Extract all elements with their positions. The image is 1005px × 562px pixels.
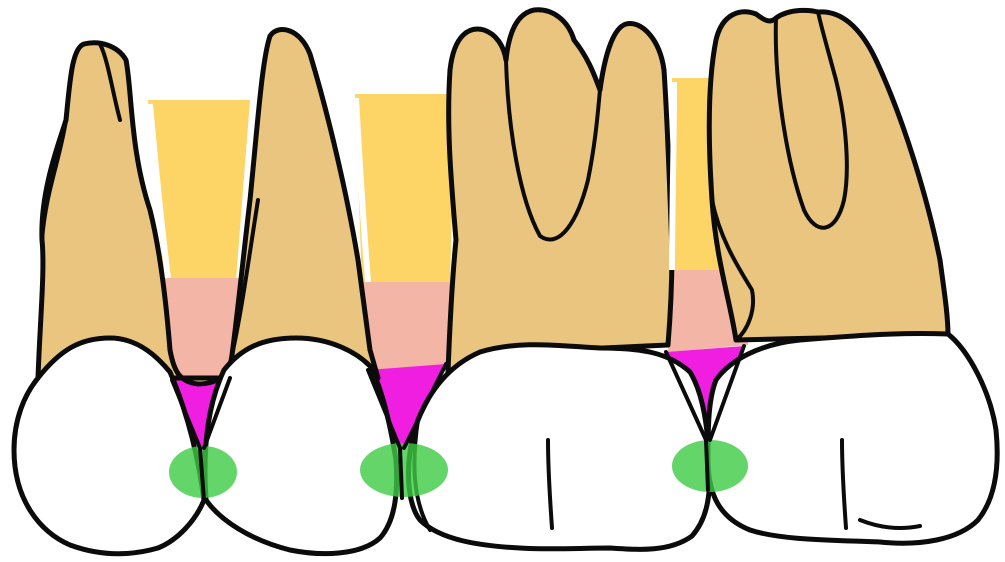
- tooth-3-root: [448, 10, 672, 372]
- tooth-4-crown: [708, 333, 997, 543]
- contact-area-3: [672, 440, 748, 492]
- contact-area-2: [360, 443, 448, 497]
- tooth-4: [708, 10, 997, 543]
- tooth-3-crown: [409, 345, 711, 550]
- tooth-3: [409, 10, 711, 550]
- bone-region-2: [355, 94, 455, 285]
- root-gap-3: [672, 82, 674, 270]
